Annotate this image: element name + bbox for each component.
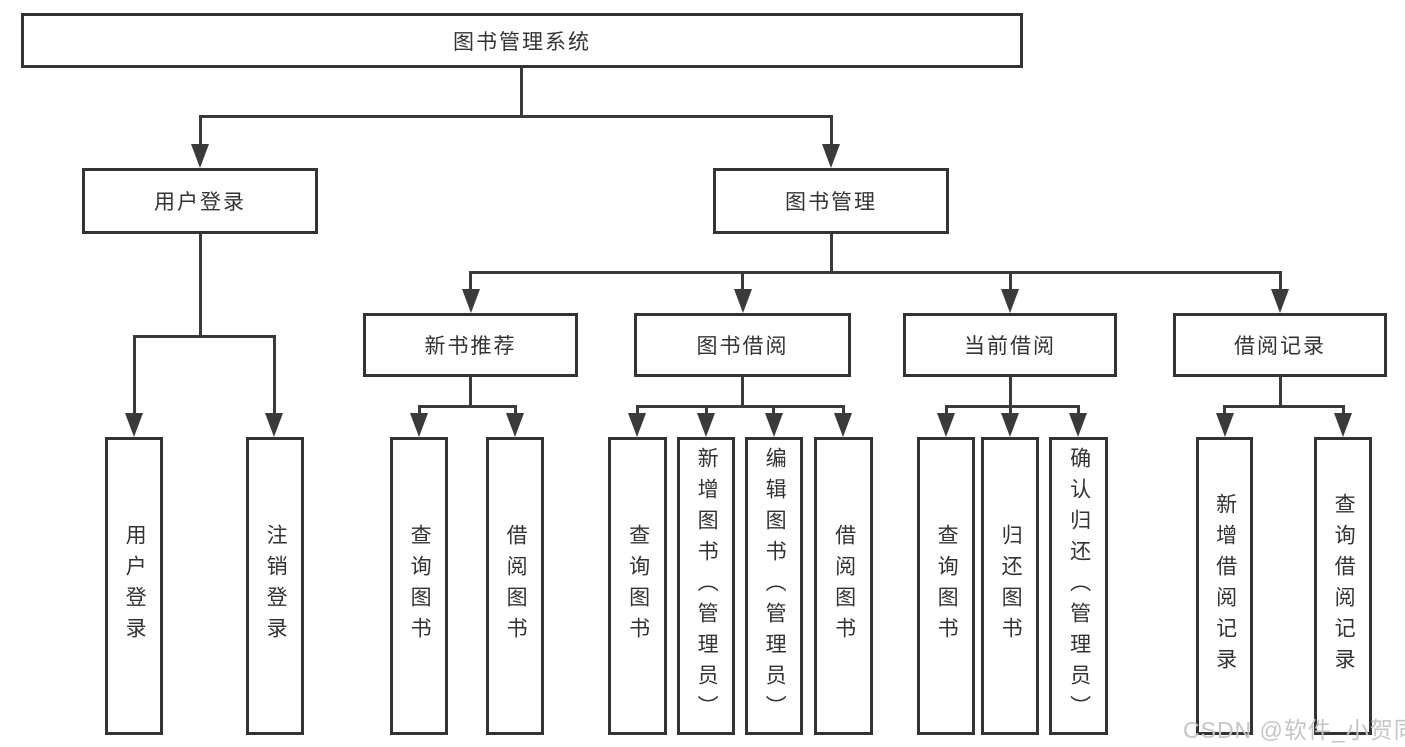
connector-user-login-bar xyxy=(133,335,275,338)
node-br-query-label: 查询借阅记录 xyxy=(1332,493,1356,679)
arrowhead-bb-edit xyxy=(765,413,783,437)
connector-cb-query-drop xyxy=(945,405,948,417)
node-cb-query: 查询图书 xyxy=(917,437,975,735)
node-borrow-record-label: 借阅记录 xyxy=(1234,335,1326,358)
arrowhead-cb-query xyxy=(937,413,955,437)
node-root-label: 图书管理系统 xyxy=(453,30,591,54)
arrowhead-book-borrow xyxy=(734,289,752,313)
arrowhead-br-add xyxy=(1216,413,1234,437)
connector-book-borrow-drop xyxy=(741,271,744,291)
connector-nbr-query-drop xyxy=(418,405,421,417)
connector-user-login-stem xyxy=(199,234,202,337)
connector-bb-edit-drop xyxy=(772,405,775,417)
arrowhead-borrow-record xyxy=(1271,289,1289,313)
arrowhead-br-query xyxy=(1334,413,1352,437)
arrowhead-user-login-leaf xyxy=(125,413,143,437)
connector-bb-query-drop xyxy=(636,405,639,417)
node-logout-leaf: 注销登录 xyxy=(246,437,304,735)
connector-nbr-stem xyxy=(469,377,472,408)
node-cb-confirm-label: 确认归还（管理员） xyxy=(1067,446,1091,726)
arrowhead-nbr-borrow xyxy=(506,413,524,437)
node-bb-query-label: 查询图书 xyxy=(626,524,650,648)
arrowhead-cb-confirm xyxy=(1069,413,1087,437)
node-br-add: 新增借阅记录 xyxy=(1196,437,1253,735)
connector-br-bar xyxy=(1224,405,1343,408)
connector-root-stem xyxy=(520,68,523,118)
connector-user-login-drop xyxy=(199,115,202,147)
node-bb-query: 查询图书 xyxy=(608,437,667,735)
connector-cb-stem xyxy=(1009,377,1012,408)
connector-nbr-bar xyxy=(418,405,516,408)
node-current-borrow-label: 当前借阅 xyxy=(964,335,1056,358)
arrowhead-user-login xyxy=(191,144,209,168)
connector-level3-bar xyxy=(470,271,1280,274)
connector-level2-bar xyxy=(199,115,832,118)
connector-nbr-borrow-drop xyxy=(514,405,517,417)
connector-br-query-drop xyxy=(1342,405,1345,417)
node-new-book-rec-label: 新书推荐 xyxy=(424,335,517,358)
arrowhead-bb-borrow xyxy=(834,413,852,437)
connector-current-borrow-drop xyxy=(1009,271,1012,291)
connector-cb-return-drop xyxy=(1009,405,1012,417)
connector-borrow-record-drop xyxy=(1279,271,1282,291)
node-bb-borrow-label: 借阅图书 xyxy=(832,524,856,648)
arrowhead-book-mgmt xyxy=(822,144,840,168)
node-book-borrow: 图书借阅 xyxy=(634,313,851,377)
connector-book-mgmt-stem xyxy=(830,234,833,274)
arrowhead-bb-add xyxy=(697,413,715,437)
node-book-mgmt-label: 图书管理 xyxy=(785,191,877,214)
node-cb-confirm: 确认归还（管理员） xyxy=(1049,437,1108,735)
node-current-borrow: 当前借阅 xyxy=(903,313,1117,377)
node-book-borrow-label: 图书借阅 xyxy=(696,335,789,358)
arrowhead-new-book-rec xyxy=(462,289,480,313)
connector-book-mgmt-drop xyxy=(830,115,833,147)
node-root: 图书管理系统 xyxy=(21,13,1023,68)
connector-bb-stem xyxy=(741,377,744,408)
node-user-login-label: 用户登录 xyxy=(154,191,246,214)
node-nbr-query: 查询图书 xyxy=(390,437,448,735)
connector-bb-add-drop xyxy=(705,405,708,417)
node-borrow-record: 借阅记录 xyxy=(1173,313,1387,377)
node-cb-query-label: 查询图书 xyxy=(935,524,959,648)
node-cb-return-label: 归还图书 xyxy=(999,524,1023,648)
connector-cb-bar xyxy=(945,405,1079,408)
node-bb-add-label: 新增图书（管理员） xyxy=(695,446,719,726)
csdn-watermark: CSDN @软件_小贺同学 xyxy=(1183,717,1405,743)
connector-bb-bar xyxy=(636,405,843,408)
node-bb-edit: 编辑图书（管理员） xyxy=(745,437,803,735)
connector-logout-leaf-drop xyxy=(273,335,276,415)
node-bb-edit-label: 编辑图书（管理员） xyxy=(763,446,787,726)
arrowhead-cb-return xyxy=(1001,413,1019,437)
node-nbr-borrow-label: 借阅图书 xyxy=(504,524,528,648)
connector-br-stem xyxy=(1279,377,1282,408)
connector-bb-borrow-drop xyxy=(842,405,845,417)
connector-br-add-drop xyxy=(1223,405,1226,417)
node-cb-return: 归还图书 xyxy=(981,437,1039,735)
node-logout-leaf-label: 注销登录 xyxy=(264,524,288,648)
node-nbr-query-label: 查询图书 xyxy=(408,524,432,648)
connector-user-login-leaf-drop xyxy=(133,335,136,415)
node-nbr-borrow: 借阅图书 xyxy=(486,437,544,735)
node-user-login-leaf: 用户登录 xyxy=(105,437,163,735)
node-br-add-label: 新增借阅记录 xyxy=(1213,493,1237,679)
arrowhead-logout-leaf xyxy=(265,413,283,437)
arrowhead-bb-query xyxy=(628,413,646,437)
node-user-login: 用户登录 xyxy=(82,168,318,234)
node-br-query: 查询借阅记录 xyxy=(1314,437,1372,735)
node-bb-borrow: 借阅图书 xyxy=(814,437,873,735)
node-book-mgmt: 图书管理 xyxy=(713,168,949,234)
arrowhead-nbr-query xyxy=(410,413,428,437)
node-new-book-rec: 新书推荐 xyxy=(363,313,578,377)
node-bb-add: 新增图书（管理员） xyxy=(677,437,735,735)
node-user-login-leaf-label: 用户登录 xyxy=(123,524,147,648)
arrowhead-current-borrow xyxy=(1001,289,1019,313)
connector-cb-confirm-drop xyxy=(1077,405,1080,417)
connector-new-book-rec-drop xyxy=(469,271,472,291)
